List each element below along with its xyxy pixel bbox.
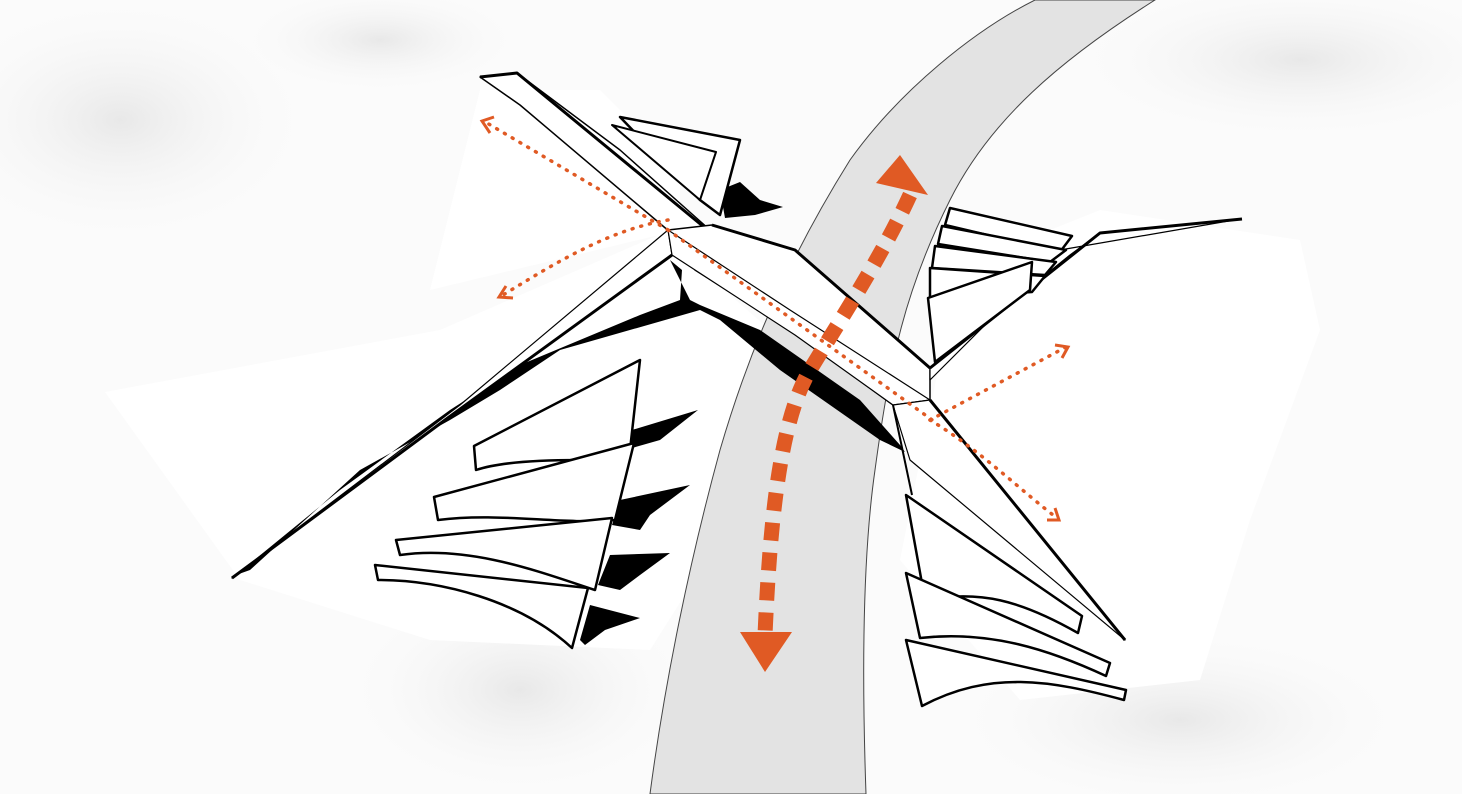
arrowhead-se (1047, 507, 1062, 522)
arrowhead-north (876, 155, 928, 195)
arrowhead-south (740, 632, 792, 672)
sightline-deck (666, 228, 937, 424)
arrowhead-nw (479, 115, 495, 134)
arrowhead-w (496, 285, 514, 300)
sightline-se (928, 418, 1059, 520)
sightline-ne (928, 345, 1068, 422)
fin-panels-upper-west (611, 115, 742, 217)
arrowhead-ne (1054, 343, 1071, 359)
fin-panels-upper-east (926, 206, 1074, 364)
sightline-arrowheads (479, 115, 1071, 522)
sightline-nw (485, 121, 670, 232)
double-headed-dashed-arrow (740, 155, 928, 672)
fin-panels-lower-west (373, 358, 642, 650)
cast-shadows (236, 182, 905, 645)
bridge-deck (667, 223, 1127, 641)
dotted-sightline-arrows (485, 121, 1068, 520)
fin-panels-lower-east (904, 493, 1128, 708)
